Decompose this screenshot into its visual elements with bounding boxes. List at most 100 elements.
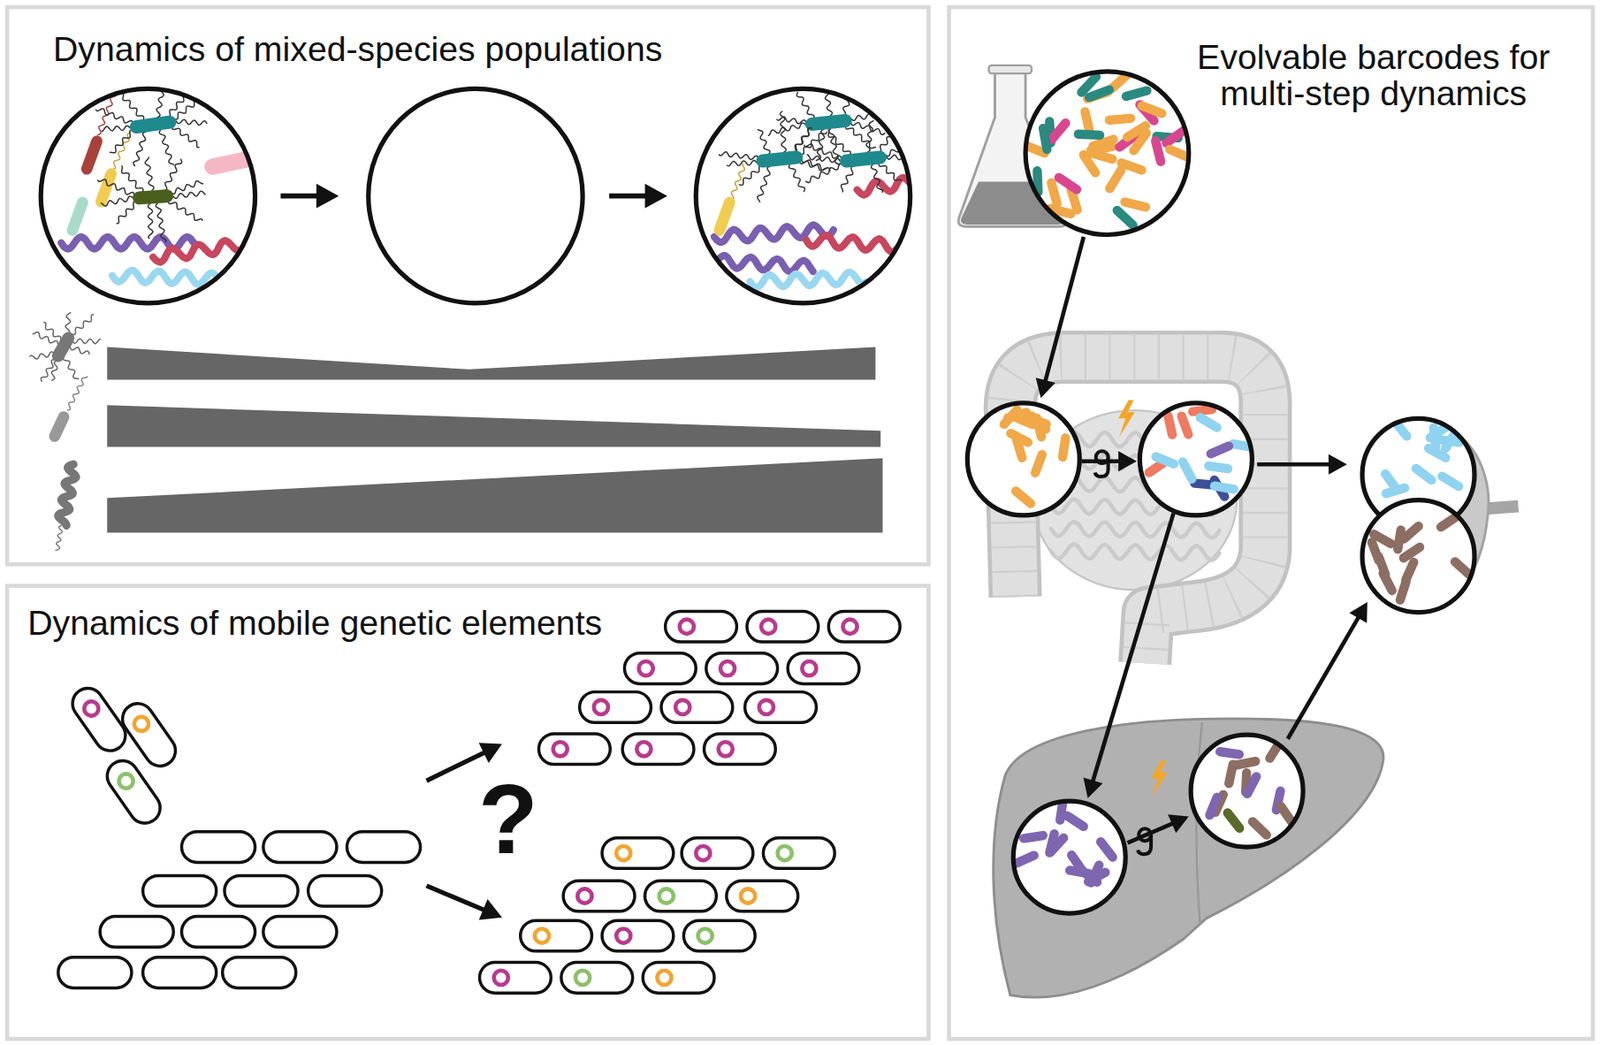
kidney-shape	[1372, 421, 1489, 606]
arrow-shaft	[1044, 236, 1084, 384]
bacterium-rod	[1159, 123, 1190, 150]
bacterium-rod	[65, 195, 91, 238]
plasmid	[842, 619, 857, 634]
bacterium-rod	[1110, 204, 1139, 232]
bacterium-rod	[49, 329, 77, 365]
bacterium-rod	[1065, 848, 1090, 878]
bacterium-rod	[997, 403, 1023, 431]
spirochete	[112, 269, 232, 285]
bottleneck-symbol	[1137, 828, 1151, 854]
flagellum	[885, 141, 913, 157]
bacterium-rod	[1274, 800, 1299, 829]
flagellum	[166, 86, 191, 118]
bacterial-cell	[624, 653, 696, 685]
bacterium-rod	[1150, 135, 1166, 168]
bacterium-rod	[1112, 128, 1143, 154]
bacterium-rod	[838, 150, 887, 168]
bacterial-cell	[622, 733, 694, 765]
flask-glass	[958, 71, 1067, 227]
flagellum	[777, 116, 807, 124]
plasmid	[695, 845, 710, 861]
bacterium-rod	[1397, 540, 1427, 565]
cell-outline	[563, 880, 635, 912]
flagellum	[98, 179, 135, 196]
intestine	[1010, 357, 1266, 663]
flagellum	[72, 338, 101, 343]
cell-outline	[746, 610, 819, 642]
arrow-head	[645, 183, 668, 209]
cell-outline	[222, 957, 297, 989]
arrow	[1127, 814, 1189, 843]
flagellum	[842, 78, 857, 116]
bacterium-rod	[1435, 470, 1465, 494]
flagellum	[796, 92, 815, 120]
bacterial-cell	[746, 610, 819, 642]
bacterium-rod	[1133, 98, 1161, 128]
bacterium-rod	[1263, 735, 1287, 765]
bacterium-rod	[1025, 409, 1053, 436]
spirochete	[806, 235, 907, 252]
flagellum	[101, 125, 130, 131]
plasmid	[777, 845, 793, 861]
bacterium-rod	[1372, 550, 1392, 581]
arrow	[426, 885, 503, 921]
bacterium-rod	[1208, 473, 1232, 503]
bacterial-cell	[661, 692, 733, 724]
bubble-fill	[1362, 500, 1475, 613]
arrow	[1036, 236, 1084, 398]
spirochete	[152, 236, 266, 263]
flagellum	[851, 111, 891, 121]
plasmid	[761, 619, 776, 634]
flagellum	[878, 162, 901, 181]
flagellum	[116, 201, 138, 224]
arrow-shaft	[1287, 614, 1361, 739]
plasmid	[801, 661, 816, 676]
bacterium-rod	[1204, 440, 1235, 460]
arrow-head	[316, 183, 339, 209]
cell-outline	[665, 610, 738, 642]
bubble-outline	[1013, 800, 1126, 914]
plasmid	[131, 714, 153, 735]
flagellum	[792, 128, 812, 153]
flagellum	[110, 130, 134, 153]
plasmid	[679, 619, 694, 634]
bacterium-rod	[1074, 863, 1104, 889]
bubble-fill	[368, 88, 583, 303]
bacterial-cell	[561, 962, 633, 994]
arrow	[1081, 450, 1137, 472]
flagellum	[40, 359, 55, 382]
bacterial-cell	[480, 962, 552, 994]
abundance-bar	[106, 346, 876, 380]
bacterium-rod	[1434, 510, 1464, 534]
bacterial-cell	[828, 610, 900, 642]
bacterium-rod	[1127, 126, 1153, 157]
arrow-head	[1167, 814, 1189, 833]
bacterium-rod	[1065, 183, 1083, 216]
arrow-head	[1036, 377, 1056, 398]
arrow-head	[479, 899, 503, 920]
bacterium-rod	[1044, 203, 1077, 221]
flagellum	[828, 129, 851, 155]
flask-liquid	[960, 181, 1066, 224]
bacterial-cell	[745, 692, 817, 724]
plasmid	[494, 970, 509, 985]
bacterium-rod	[1448, 555, 1477, 581]
bubble-content	[1365, 510, 1477, 606]
arrow	[1287, 601, 1368, 740]
bacterium-rod	[1021, 411, 1052, 430]
liver-shape	[993, 718, 1384, 998]
bacterium-rod	[1241, 768, 1252, 798]
bacterial-cell	[601, 838, 674, 869]
flagellum	[173, 190, 206, 199]
plasmid	[616, 928, 631, 943]
flagellum	[799, 160, 827, 171]
bacterium-rod	[1002, 406, 1033, 424]
bacterium-rod	[1392, 525, 1406, 556]
cell-outline	[683, 920, 755, 952]
cell-outline	[787, 653, 860, 685]
panel-box: Dynamics of mobile genetic elements	[5, 583, 931, 1041]
bacterial-cell	[681, 838, 754, 869]
cell-outline	[745, 692, 817, 724]
